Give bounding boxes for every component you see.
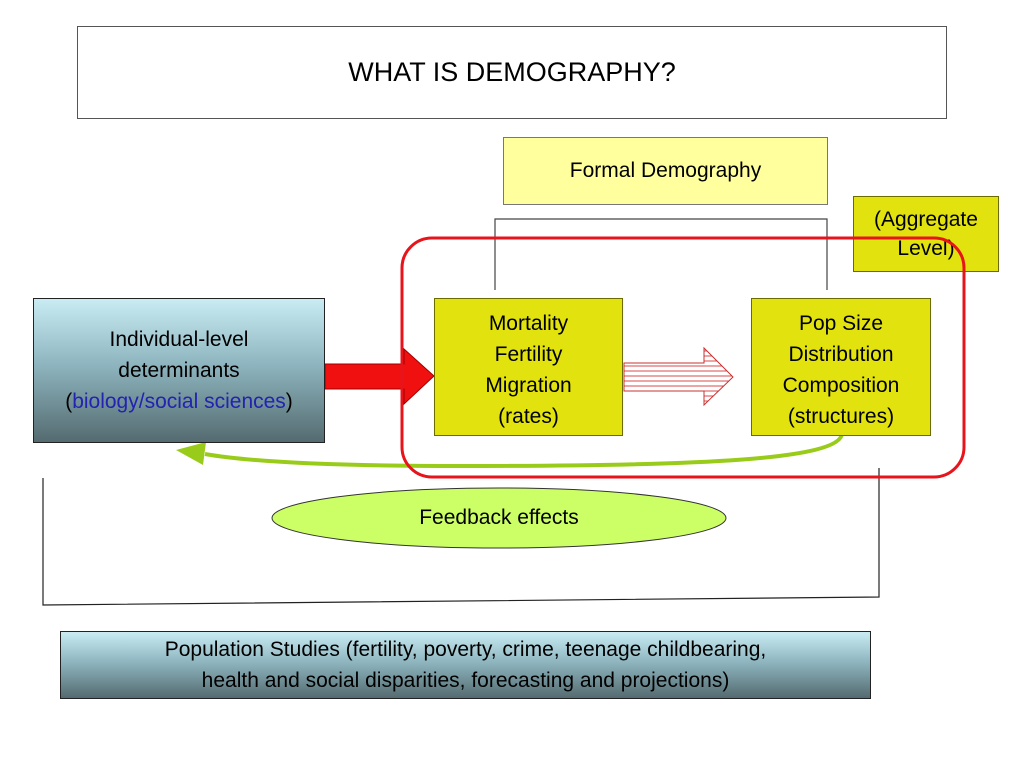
biology-social-sciences-text: biology/social sciences (72, 390, 286, 413)
individual-line-1: Individual-level (109, 328, 249, 351)
feedback-ellipse (271, 487, 727, 549)
rates-to-structures-arrow (623, 346, 734, 407)
population-studies-line-1: Population Studies (fertility, poverty, … (164, 638, 767, 661)
rates-line: (rates) (498, 405, 559, 428)
individual-to-rates-arrow (324, 347, 435, 406)
rates-box: Mortality Fertility Migration (rates) (434, 298, 623, 436)
structures-box: Pop Size Distribution Composition (struc… (751, 298, 931, 436)
population-studies-bracket (42, 468, 880, 606)
rates-line: Mortality (488, 312, 569, 335)
aggregate-line-1: (Aggregate (874, 208, 978, 231)
individual-level-box: Individual-level determinants (biology/s… (33, 298, 325, 443)
formal-demography-bracket (494, 218, 828, 290)
structures-line: (structures) (787, 405, 895, 428)
rates-line: Migration (485, 374, 572, 397)
individual-line-2: determinants (118, 359, 240, 382)
aggregate-level-box: (Aggregate Level) (853, 196, 999, 272)
feedback-arrowhead-icon (176, 442, 206, 465)
rates-line: Fertility (494, 343, 563, 366)
close-paren: ) (285, 390, 293, 413)
structures-line: Composition (782, 374, 900, 397)
structures-line: Distribution (788, 343, 894, 366)
population-studies-line-2: health and social disparities, forecasti… (201, 669, 730, 692)
formal-demography-box: Formal Demography (503, 137, 828, 205)
structures-line: Pop Size (798, 312, 884, 335)
individual-line-3: (biology/social sciences) (65, 386, 293, 417)
feedback-effects-label: Feedback effects (419, 506, 579, 529)
aggregate-line-2: Level) (897, 237, 955, 260)
population-studies-box: Population Studies (fertility, poverty, … (60, 631, 871, 699)
page-title: WHAT IS DEMOGRAPHY? (77, 26, 947, 119)
open-paren: ( (65, 390, 73, 413)
